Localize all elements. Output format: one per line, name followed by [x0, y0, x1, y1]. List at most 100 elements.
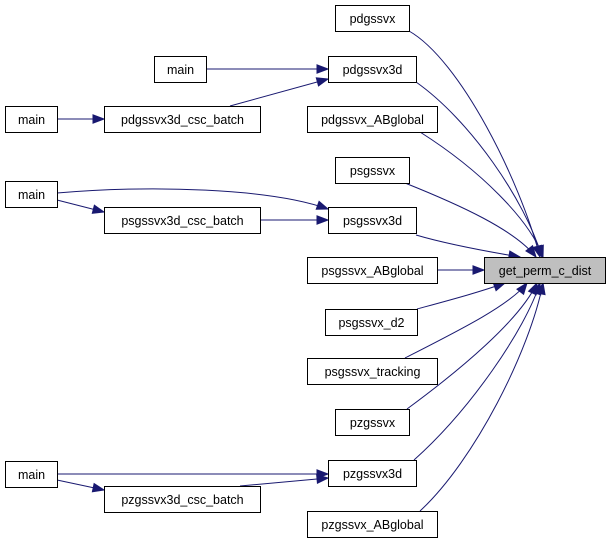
- node-psgssvx_tracking[interactable]: psgssvx_tracking: [307, 358, 438, 385]
- node-box[interactable]: [307, 106, 438, 133]
- node-label: psgssvx_d2: [338, 316, 404, 330]
- edges-layer: [56, 30, 546, 512]
- edge-main_ps-to-psgssvx3d_csc_batch: [56, 199, 106, 214]
- node-label: psgssvx3d: [343, 214, 402, 228]
- edge-psgssvx_d2-to-get_perm_c_dist: [416, 282, 507, 310]
- arrowhead: [534, 244, 544, 259]
- node-pzgssvx3d_csc_batch[interactable]: pzgssvx3d_csc_batch: [104, 486, 261, 513]
- node-box[interactable]: [335, 5, 410, 32]
- edge-pdgssvx-to-get_perm_c_dist: [408, 30, 542, 259]
- node-label: main: [167, 63, 194, 77]
- edge-line: [419, 131, 544, 258]
- node-main_pz[interactable]: main: [5, 461, 58, 488]
- edge-line: [404, 182, 537, 258]
- node-psgssvx3d_csc_batch[interactable]: psgssvx3d_csc_batch: [104, 207, 261, 234]
- edge-line: [413, 282, 541, 461]
- arrowhead: [316, 474, 330, 484]
- node-label: pzgssvx3d_csc_batch: [121, 493, 243, 507]
- node-box[interactable]: [5, 461, 58, 488]
- node-get_perm_c_dist[interactable]: get_perm_c_dist: [484, 257, 606, 284]
- edge-psgssvx3d-to-get_perm_c_dist: [415, 234, 522, 260]
- node-box[interactable]: [325, 309, 418, 336]
- edge-line: [406, 282, 538, 410]
- node-label: main: [18, 113, 45, 127]
- node-box[interactable]: [484, 257, 606, 284]
- arrowhead: [315, 77, 330, 87]
- arrowhead: [91, 482, 106, 493]
- node-pdgssvx3d[interactable]: pdgssvx3d: [328, 56, 417, 83]
- node-psgssvx[interactable]: psgssvx: [335, 157, 410, 184]
- node-label: pzgssvx: [350, 416, 396, 430]
- node-main_pd2[interactable]: main: [5, 106, 58, 133]
- nodes-layer: pdgssvx main pdgssvx3d main pdgssvx3d_csc_ba…: [5, 5, 606, 538]
- edge-main_ps-to-psgssvx3d: [56, 188, 330, 210]
- edge-main_pz-to-pzgssvx3d_csc_batch: [56, 479, 106, 493]
- edge-psgssvx3d_csc_batch-to-psgssvx3d: [260, 215, 330, 225]
- node-pdgssvx_ABglobal[interactable]: pdgssvx_ABglobal: [307, 106, 438, 133]
- node-label: pdgssvx: [350, 12, 397, 26]
- node-pdgssvx3d_csc_batch[interactable]: pdgssvx3d_csc_batch: [104, 106, 261, 133]
- node-box[interactable]: [104, 106, 261, 133]
- node-box[interactable]: [307, 511, 438, 538]
- node-psgssvx_d2[interactable]: psgssvx_d2: [325, 309, 418, 336]
- node-label: pdgssvx3d: [343, 63, 403, 77]
- edge-pdgssvx_ABglobal-to-get_perm_c_dist: [419, 131, 544, 259]
- edge-line: [415, 234, 521, 258]
- node-box[interactable]: [5, 106, 58, 133]
- edge-line: [419, 282, 544, 512]
- node-label: psgssvx: [350, 164, 396, 178]
- node-box[interactable]: [328, 56, 417, 83]
- edge-line: [416, 282, 506, 310]
- node-box[interactable]: [104, 486, 261, 513]
- node-box[interactable]: [328, 207, 417, 234]
- edge-line: [56, 188, 329, 210]
- node-label: main: [18, 188, 45, 202]
- arrowhead: [316, 215, 330, 225]
- arrowhead: [316, 64, 330, 74]
- node-box[interactable]: [335, 409, 410, 436]
- edge-main_pd2-to-pdgssvx3d_csc_batch: [57, 114, 106, 124]
- node-label: pzgssvx_ABglobal: [321, 518, 423, 532]
- node-pzgssvx_ABglobal[interactable]: pzgssvx_ABglobal: [307, 511, 438, 538]
- edge-main_pz-to-pzgssvx3d: [57, 469, 330, 479]
- node-label: psgssvx_ABglobal: [321, 264, 423, 278]
- node-pzgssvx[interactable]: pzgssvx: [335, 409, 410, 436]
- edge-pzgssvx_ABglobal-to-get_perm_c_dist: [419, 281, 546, 512]
- edge-pzgssvx-to-get_perm_c_dist: [406, 281, 538, 410]
- arrowhead: [91, 204, 106, 214]
- node-psgssvx_ABglobal[interactable]: psgssvx_ABglobal: [307, 257, 438, 284]
- edge-line: [408, 30, 541, 258]
- edge-psgssvx_tracking-to-get_perm_c_dist: [404, 281, 528, 359]
- edge-line: [239, 477, 329, 487]
- arrowhead: [315, 200, 330, 210]
- edge-pdgssvx3d_csc_batch-to-pdgssvx3d: [229, 77, 330, 107]
- arrowhead: [472, 265, 486, 275]
- node-pzgssvx3d[interactable]: pzgssvx3d: [328, 460, 417, 487]
- node-label: get_perm_c_dist: [499, 264, 592, 278]
- edge-line: [415, 81, 543, 258]
- edge-psgssvx_ABglobal-to-get_perm_c_dist: [437, 265, 486, 275]
- node-box[interactable]: [154, 56, 207, 83]
- node-box[interactable]: [328, 460, 417, 487]
- edge-pzgssvx3d_csc_batch-to-pzgssvx3d: [239, 474, 330, 487]
- node-box[interactable]: [335, 157, 410, 184]
- arrowhead: [525, 244, 537, 259]
- node-label: main: [18, 468, 45, 482]
- node-main_ps[interactable]: main: [5, 181, 58, 208]
- node-psgssvx3d[interactable]: psgssvx3d: [328, 207, 417, 234]
- node-label: psgssvx_tracking: [325, 365, 421, 379]
- node-label: pzgssvx3d: [343, 467, 402, 481]
- arrowhead: [92, 114, 106, 124]
- node-box[interactable]: [104, 207, 261, 234]
- edge-main_pd1-to-pdgssvx3d: [206, 64, 330, 74]
- node-label: psgssvx3d_csc_batch: [121, 214, 243, 228]
- node-box[interactable]: [5, 181, 58, 208]
- node-box[interactable]: [307, 358, 438, 385]
- edge-psgssvx-to-get_perm_c_dist: [404, 182, 537, 259]
- arrowhead: [516, 281, 528, 296]
- node-box[interactable]: [307, 257, 438, 284]
- edge-line: [229, 78, 329, 107]
- node-pdgssvx[interactable]: pdgssvx: [335, 5, 410, 32]
- node-main_pd1[interactable]: main: [154, 56, 207, 83]
